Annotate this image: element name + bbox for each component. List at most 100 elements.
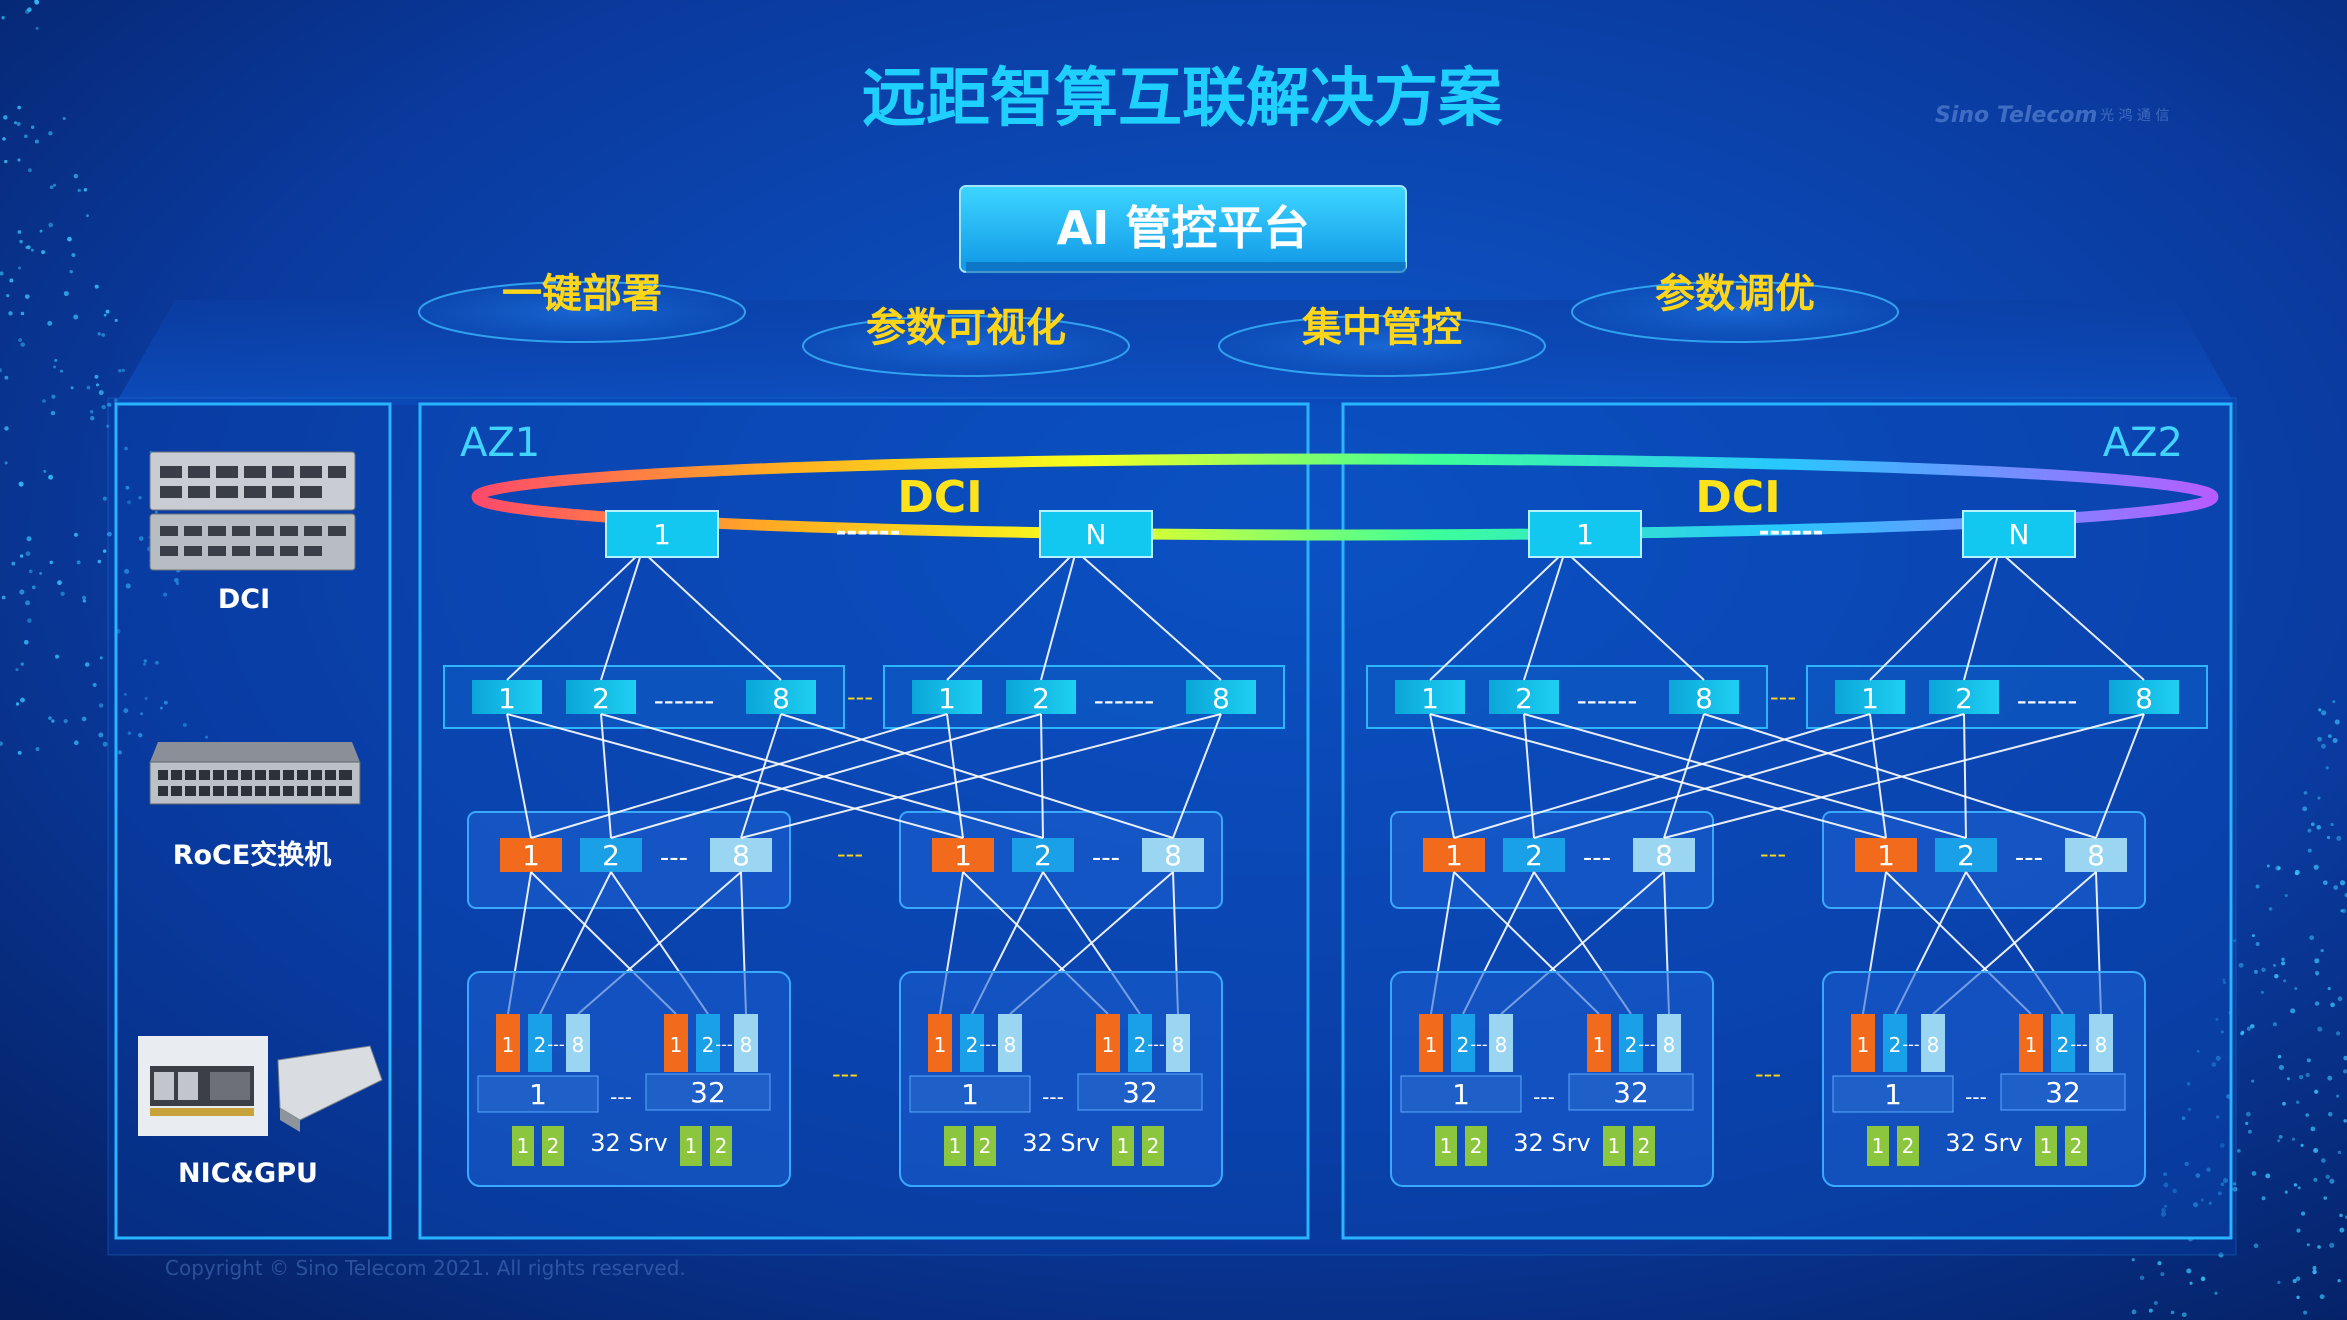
dot (2241, 1030, 2245, 1034)
dot (142, 662, 147, 666)
server-label: 1 (1884, 1078, 1902, 1111)
gpu-label: 2 (1470, 1134, 1483, 1158)
dot (2261, 967, 2266, 973)
dot (2253, 1243, 2259, 1249)
dot (2344, 892, 2347, 898)
nic-port (496, 1014, 520, 1072)
nic-port (566, 1014, 590, 1072)
dot (18, 338, 22, 342)
dot (84, 662, 90, 667)
dot (2215, 1115, 2220, 1119)
dot (2309, 935, 2314, 941)
nic-port-label: 2 (1625, 1033, 1638, 1057)
dot (163, 700, 168, 705)
dot (2320, 948, 2324, 953)
dot (2332, 700, 2336, 704)
gpu (542, 1126, 564, 1166)
feature-central-control[interactable]: 集中管控 (1218, 305, 1546, 377)
dot (2196, 1049, 2200, 1053)
spine-switch-label: 8 (2135, 682, 2153, 715)
nic-port-label: 8 (1004, 1033, 1017, 1057)
dot (2265, 1173, 2271, 1179)
dci-ellipsis: ------ (1759, 517, 1824, 547)
nic-port-label: 8 (1927, 1033, 1940, 1057)
dot (102, 741, 108, 747)
leaf-switch-label: 8 (732, 839, 750, 872)
gpu (680, 1126, 702, 1166)
dot (4, 426, 9, 431)
dot (2307, 828, 2312, 833)
dot (2292, 1278, 2297, 1284)
dot (2200, 1198, 2204, 1202)
dot (121, 368, 125, 372)
dot (2277, 1054, 2282, 1059)
server-bar (1077, 1073, 1203, 1111)
dot (2296, 1295, 2300, 1300)
leaf-ellipsis: --- (1583, 843, 1611, 873)
dot (2222, 978, 2226, 982)
ai-platform-button[interactable]: AI 管控平台 (959, 185, 1407, 274)
dot (2333, 885, 2339, 890)
spine-ellipsis: ------ (2017, 684, 2078, 717)
link (1998, 550, 2145, 681)
gpu-label: 1 (1440, 1134, 1453, 1158)
dot (173, 577, 179, 583)
dot (2251, 1079, 2255, 1083)
leaf-switch-label: 8 (1164, 839, 1182, 872)
feature-param-tuning[interactable]: 参数调优 (1571, 271, 1899, 343)
dot (4, 461, 8, 465)
nic-ellipsis: --- (1147, 1035, 1164, 1054)
server-bar (477, 1075, 599, 1113)
dot (101, 404, 106, 410)
dot (2153, 1301, 2158, 1305)
dot (23, 639, 29, 645)
dot (81, 716, 87, 722)
link (600, 550, 643, 681)
spine-switch (912, 680, 982, 714)
dot (101, 333, 106, 337)
dot (57, 580, 62, 586)
dot (127, 731, 132, 735)
dot (39, 229, 43, 233)
dot (2294, 987, 2298, 990)
dot (83, 187, 88, 192)
dot (31, 585, 36, 590)
server-bar (1832, 1075, 1954, 1113)
dot (2214, 1291, 2218, 1295)
dot (2249, 1024, 2255, 1029)
dot (97, 332, 101, 336)
nic-port (1451, 1014, 1475, 1072)
dot (2314, 970, 2319, 975)
dot (125, 583, 131, 589)
leaf-switch-label: 2 (1957, 839, 1975, 872)
dot (2336, 835, 2342, 841)
server-separator: --- (1042, 1085, 1064, 1109)
feature-param-visual[interactable]: 参数可视化 (802, 305, 1130, 377)
dot (2187, 1107, 2191, 1111)
dot (2222, 1177, 2229, 1184)
nic-ellipsis: --- (547, 1035, 564, 1054)
dot (2208, 1201, 2212, 1205)
leaf-switch (1935, 838, 1997, 872)
leaf-switch (500, 838, 562, 872)
dot (49, 185, 54, 190)
feature-one-click-deploy[interactable]: 一键部署 (418, 271, 746, 343)
dot (2339, 880, 2346, 886)
server-bar (1568, 1073, 1694, 1111)
legend-nic-label: NIC&GPU (178, 1158, 318, 1189)
dot (2321, 710, 2327, 716)
gpu-label: 1 (685, 1134, 698, 1158)
dot (2306, 1243, 2310, 1247)
dot (73, 532, 79, 537)
dot (2273, 963, 2276, 967)
link (1453, 713, 1871, 839)
dot (25, 9, 30, 14)
nic-port (734, 1014, 758, 1072)
dot (82, 599, 86, 603)
dot (2295, 1276, 2301, 1281)
